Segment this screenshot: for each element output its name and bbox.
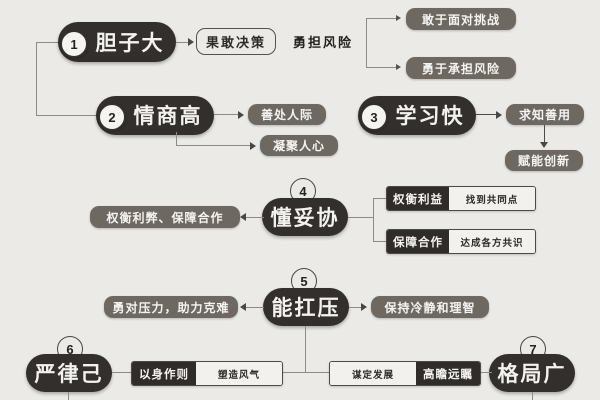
node-4-right-stem [348,216,374,218]
node-2-child-1[interactable]: 凝聚人心 [260,135,338,156]
node-4-left-line [246,216,264,218]
node-4-left-child-label: 权衡利弊、保障合作 [106,210,224,225]
node-5-right-arrow [361,303,367,311]
node-3-child-0-line [476,114,498,116]
node-2-title: 情商高 [133,105,203,128]
node-1-number: 1 [70,36,78,52]
node-1-title: 胆子大 [95,31,165,55]
node-3-title: 学习快 [395,105,465,128]
node-2-child-1-vertical [176,132,178,146]
node-4-title: 懂妥协 [270,206,340,230]
node-5-pill[interactable]: 能扛压 [263,288,349,326]
node-4-number: 4 [299,183,307,199]
node-3-pill[interactable]: 学习快 [358,96,476,135]
node-3-child-1-vertical [544,125,546,145]
node-7-split[interactable]: 谋定发展 高瞻远瞩 [329,361,481,386]
node-6-split-value: 塑造风气 [196,362,282,385]
node-6-pill[interactable]: 严律己 [26,354,112,392]
node-5-number: 5 [300,273,308,289]
node-7-title: 格局广 [497,362,567,386]
node-1-branch-bottom [366,67,398,69]
node-2-child-0[interactable]: 善处人际 [248,104,326,125]
node-6-split-key: 以身作则 [132,362,196,385]
node-5-right-line [349,306,363,308]
node-1-child-1-label: 勇担风险 [292,34,353,50]
node-2-child-0-label: 善处人际 [260,108,313,122]
node-7-split-key: 高瞻远瞩 [416,362,480,385]
node-7-split-line [478,372,492,374]
node-4-right-vertical [373,198,375,242]
node-6-number: 6 [66,341,74,357]
node-3-badge: 3 [360,103,388,131]
node-4-split-0-value: 找到共同点 [449,187,535,210]
node-3-number: 3 [370,109,378,125]
node-3-child-1-label: 赋能创新 [517,154,570,168]
node-1-child-arrow [188,38,194,46]
trunk-line-vertical [36,42,38,116]
node-5-down-line [305,326,307,373]
node-7-split-value: 谋定发展 [330,362,416,385]
node-6-split[interactable]: 以身作则 塑造风气 [131,361,283,386]
row-6-7-connector [281,372,329,374]
node-3-child-1-arrow [540,142,548,148]
node-2-child-0-line [214,114,240,116]
node-2-badge: 2 [98,103,126,131]
node-1-branch-vertical [366,18,368,68]
node-1-branch-top [366,18,398,20]
node-1-child-0[interactable]: 果敢决策 [196,28,276,55]
trunk-line-to-node2 [36,115,98,117]
node-6-down-line [68,392,70,400]
node-3-child-0-label: 求知善用 [518,108,571,122]
node-2-number: 2 [108,109,116,125]
node-1-to-child-line [176,41,190,43]
node-5-left-arrow [240,303,246,311]
node-4-split-0[interactable]: 权衡利益 找到共同点 [386,186,536,211]
node-5-title: 能扛压 [271,296,341,320]
node-1-child-1: 勇担风险 [288,29,358,53]
node-4-split-0-key: 权衡利益 [387,187,449,210]
node-1-child-0-label: 果敢决策 [205,35,266,50]
node-1-grandchild-1-label: 勇于承担风险 [421,61,500,76]
node-4-left-arrow [240,213,246,221]
node-1-grandchild-0[interactable]: 敢于面对挑战 [406,8,516,30]
node-5-left-line [246,306,264,308]
node-3-child-0-arrow [496,110,502,119]
trunk-line-to-node1 [36,42,62,44]
node-3-child-0[interactable]: 求知善用 [506,104,584,125]
node-5-left-child-label: 勇对压力，助力克难 [112,300,230,315]
node-1-grandchild-0-label: 敢于面对挑战 [421,12,500,27]
node-3-child-1[interactable]: 赋能创新 [505,150,583,171]
node-4-pill[interactable]: 懂妥协 [262,198,348,236]
node-7-number: 7 [529,341,537,357]
node-7-pill[interactable]: 格局广 [489,354,575,392]
node-7-down-line [532,392,534,400]
node-5-left-child[interactable]: 勇对压力，助力克难 [104,296,238,318]
node-4-left-child[interactable]: 权衡利弊、保障合作 [90,206,240,228]
node-5-right-child[interactable]: 保持冷静和理智 [371,296,489,318]
node-4-split-1-value: 达成各方共识 [449,230,535,253]
node-2-child-1-line [176,145,252,147]
node-6-split-line [112,372,132,374]
node-2-child-1-arrow [250,141,256,150]
node-4-split-0-line [373,198,387,200]
node-1-grandchild-1[interactable]: 勇于承担风险 [406,57,516,79]
node-5-right-child-label: 保持冷静和理智 [384,300,476,315]
node-4-split-1[interactable]: 保障合作 达成各方共识 [386,229,536,254]
node-1-gc-0-arrow [396,14,401,21]
node-4-split-1-line [373,241,387,243]
node-2-child-1-label: 凝聚人心 [272,139,325,153]
node-1-gc-1-arrow [396,63,401,70]
node-6-title: 严律己 [34,362,104,386]
node-2-child-0-arrow [238,110,244,119]
node-4-split-1-key: 保障合作 [387,230,449,253]
node-1-badge: 1 [60,30,88,58]
